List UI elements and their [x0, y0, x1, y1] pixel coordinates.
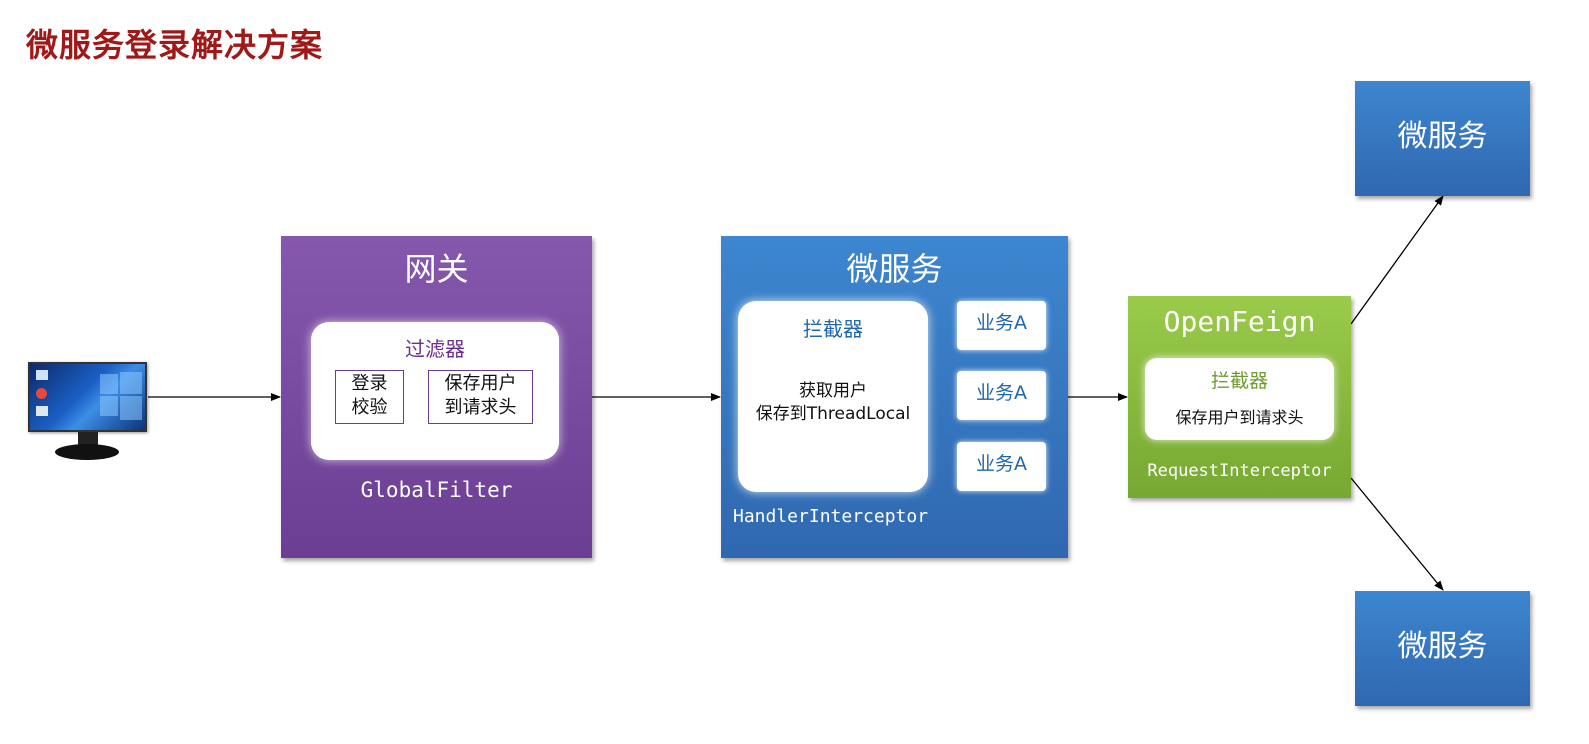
openfeign-footer-label: RequestInterceptor — [1147, 461, 1332, 481]
downstream-microservice-top: 微服务 — [1355, 81, 1530, 196]
interceptor-line-save-threadlocal: 保存到ThreadLocal — [755, 404, 911, 424]
microservice-footer-label: HandlerInterceptor — [733, 506, 929, 527]
business-box: 业务A — [957, 442, 1046, 491]
interceptor-text: 获取用户 保存到ThreadLocal — [738, 380, 928, 426]
monitor-stand — [78, 432, 98, 446]
business-box: 业务A — [957, 301, 1046, 350]
microservice-title: 微服务 — [846, 250, 943, 288]
arrow-openfeign-to-bottom-microservice — [1350, 477, 1444, 591]
business-box: 业务A — [957, 371, 1046, 420]
openfeign-interceptor-panel — [1145, 358, 1334, 440]
downstream-microservice-bottom: 微服务 — [1355, 591, 1530, 706]
monitor-base — [55, 444, 119, 460]
gateway-title: 网关 — [404, 250, 469, 288]
openfeign-interceptor-text: 保存用户到请求头 — [1175, 408, 1304, 427]
filter-title: 过滤器 — [405, 337, 465, 361]
interceptor-line-get-user: 获取用户 — [799, 381, 867, 401]
filter-item-save-user-header: 保存用户 到请求头 — [428, 370, 533, 424]
filter-item-login-check: 登录 校验 — [335, 370, 404, 424]
gateway-footer-label: GlobalFilter — [360, 478, 513, 502]
interceptor-title: 拦截器 — [803, 317, 863, 341]
openfeign-title: OpenFeign — [1163, 305, 1316, 338]
openfeign-interceptor-title: 拦截器 — [1210, 370, 1268, 392]
page-title: 微服务登录解决方案 — [26, 26, 324, 64]
desktop-monitor-icon — [28, 362, 147, 432]
arrow-openfeign-to-top-microservice — [1350, 195, 1444, 325]
interceptor-panel — [738, 301, 928, 492]
